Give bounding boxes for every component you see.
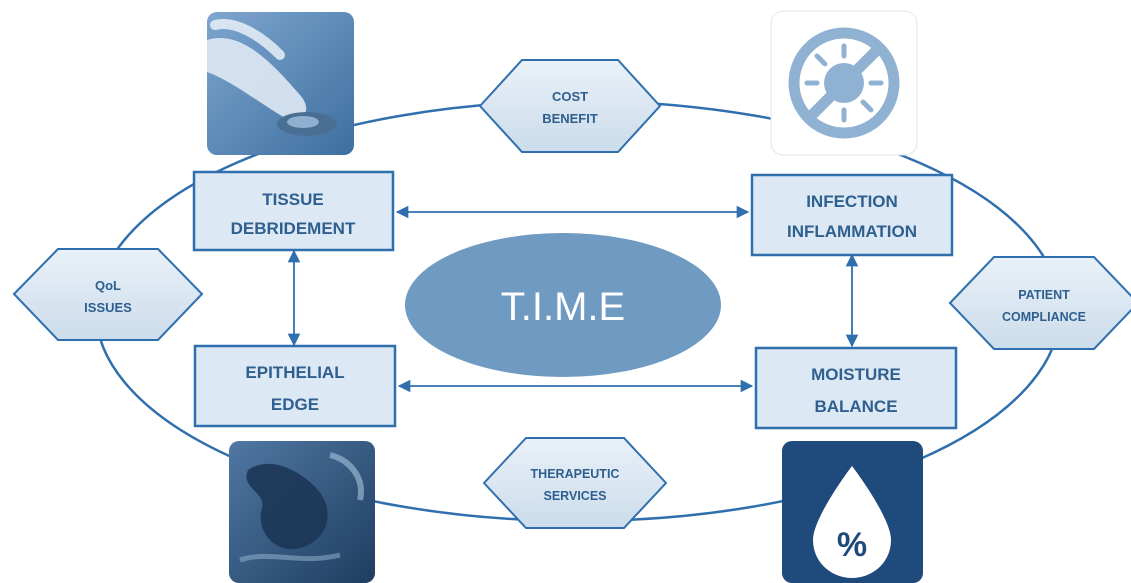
cost-label-line2: BENEFIT — [542, 111, 598, 126]
qol-issues-hexagon: QoL ISSUES — [12, 248, 204, 341]
moisture-balance-box: MOISTURE BALANCE — [754, 346, 958, 430]
moisture-label-line2: BALANCE — [814, 397, 897, 416]
therapeutic-services-hexagon: THERAPEUTIC SERVICES — [482, 437, 668, 529]
epithelial-label-line2: EDGE — [271, 395, 319, 414]
infection-label-line2: INFLAMMATION — [787, 222, 917, 241]
patient-label-line1: PATIENT — [1018, 288, 1070, 302]
time-center-ellipse: T.I.M.E — [405, 233, 721, 377]
therapeutic-label-line1: THERAPEUTIC — [531, 467, 620, 481]
tissue-debridement-box: TISSUE DEBRIDEMENT — [192, 170, 395, 252]
epithelial-wound-photo — [229, 441, 375, 583]
epithelial-edge-box: EPITHELIAL EDGE — [193, 344, 397, 428]
no-infection-icon — [770, 10, 918, 156]
time-title: T.I.M.E — [501, 285, 625, 329]
qol-label-line2: ISSUES — [84, 300, 132, 315]
epithelial-label-line1: EPITHELIAL — [245, 363, 344, 382]
qol-label-line1: QoL — [95, 278, 121, 293]
tissue-label-line2: DEBRIDEMENT — [231, 219, 356, 238]
cost-label-line1: COST — [552, 89, 588, 104]
debridement-photo — [207, 12, 354, 155]
patient-label-line2: COMPLIANCE — [1002, 310, 1086, 324]
patient-compliance-hexagon: PATIENT COMPLIANCE — [948, 256, 1131, 350]
moisture-drop-icon: % — [782, 441, 923, 583]
moisture-label-line1: MOISTURE — [811, 365, 901, 384]
therapeutic-label-line2: SERVICES — [544, 489, 607, 503]
infection-inflammation-box: INFECTION INFLAMMATION — [750, 173, 954, 257]
tissue-label-line1: TISSUE — [262, 190, 323, 209]
cost-benefit-hexagon: COST BENEFIT — [478, 59, 662, 153]
infection-label-line1: INFECTION — [806, 192, 898, 211]
percent-symbol: % — [837, 526, 867, 564]
